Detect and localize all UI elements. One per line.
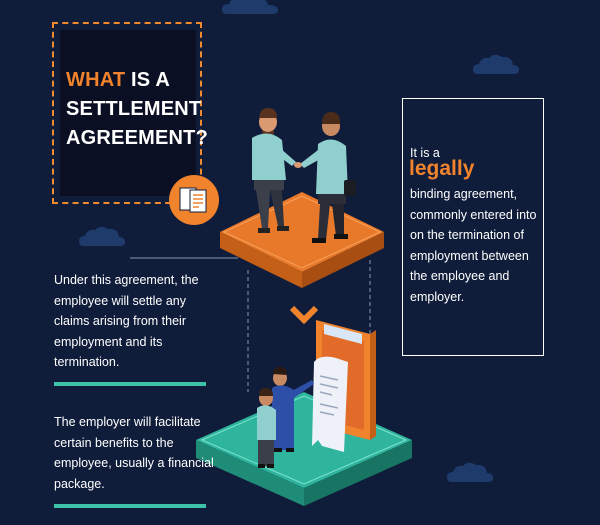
- page-title: WHAT IS A SETTLEMENT AGREEMENT?: [66, 66, 208, 153]
- chevron-down-icon: [289, 305, 319, 325]
- definition-emphasis: legally: [409, 157, 475, 180]
- cloud-icon: [473, 54, 519, 74]
- cloud-icon: [222, 0, 278, 14]
- paragraph-claims: Under this agreement, the employee will …: [54, 273, 199, 369]
- cloud-icon: [79, 226, 125, 246]
- divider-bar: [54, 382, 206, 386]
- title-line3: AGREEMENT?: [66, 127, 208, 149]
- title-dashed-frame: [52, 22, 202, 204]
- title-panel: [60, 30, 196, 196]
- title-line1: IS A: [125, 69, 171, 91]
- cloud-icon: [447, 462, 493, 482]
- paragraph-benefits: The employer will facilitate certain ben…: [54, 415, 214, 491]
- divider-bar: [54, 504, 206, 508]
- definition-intro: It is a: [410, 146, 440, 160]
- definition-body: binding agreement, commonly entered into…: [410, 187, 537, 304]
- title-highlight: WHAT: [66, 69, 126, 91]
- title-line2: SETTLEMENT: [66, 98, 202, 120]
- document-icon: [169, 175, 219, 225]
- definition-frame: [402, 98, 544, 356]
